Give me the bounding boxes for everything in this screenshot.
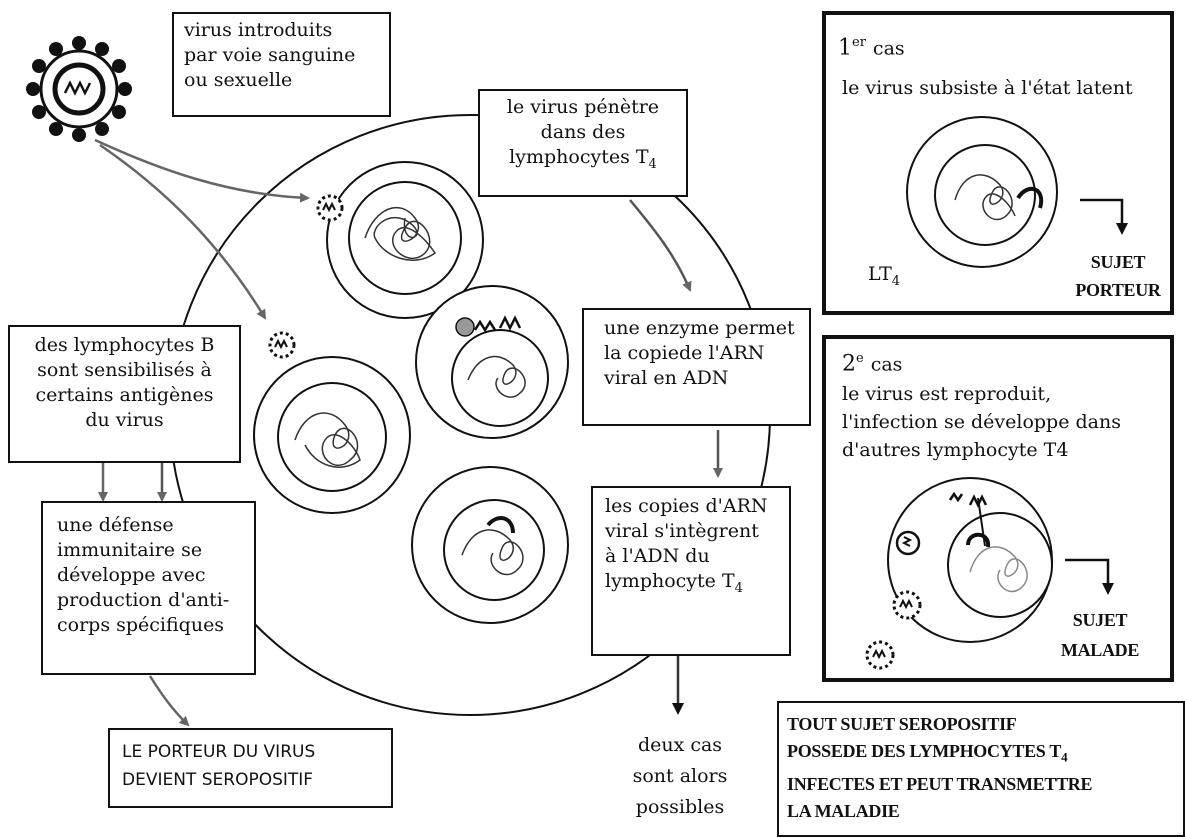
case2-line-3: d'autres lymphocyte T4 xyxy=(842,439,1069,461)
case2-line-1: le virus est reproduit, xyxy=(842,383,1052,405)
arrow-to-seropositive xyxy=(148,675,190,727)
case2-result-arrow xyxy=(1065,558,1114,595)
lymphocyte-1 xyxy=(316,161,484,319)
conclusion-box: TOUT SUJET SEROPOSITIF POSSEDE DES LYMPH… xyxy=(777,701,1185,837)
case2-heading: 2e cas xyxy=(842,346,902,377)
case2-sup: e xyxy=(856,351,864,366)
enzyme-box: une enzyme permet la copiede l'ARN viral… xyxy=(582,308,811,426)
enzyme-line-2: la copiede l'ARN xyxy=(604,342,765,364)
case1-word: cas xyxy=(872,37,905,60)
case1-number: 1 xyxy=(838,35,852,61)
virus-arrow-1 xyxy=(94,138,310,203)
integration-line-3: à l'ADN du xyxy=(605,545,710,567)
two-cases-line-2: sont alors xyxy=(632,765,728,787)
penetration-box: le virus pénètre dans des lymphocytes T4 xyxy=(478,89,688,197)
penetration-line-1: le virus pénètre xyxy=(506,96,660,118)
lymph-b-line-1: des lymphocytes B xyxy=(34,334,215,356)
case1-cell-label: LT4 xyxy=(868,263,901,289)
lymph-b-line-3: certains antigènes xyxy=(35,384,214,406)
lymphocyte-4 xyxy=(411,466,569,624)
case2-number: 2 xyxy=(842,351,856,377)
conclusion-line-1: TOUT SUJET SEROPOSITIF xyxy=(787,714,1017,734)
intro-line-3: ou sexuelle xyxy=(184,69,293,91)
case2-lymphocyte xyxy=(865,477,1053,670)
hiv-virus xyxy=(26,36,132,142)
integration-box: les copies d'ARN viral s'intègrent à l'A… xyxy=(591,486,791,656)
intro-line-2: par voie sanguine xyxy=(184,44,356,66)
seropositive-box: LE PORTEUR DU VIRUS DEVIENT SEROPOSITIF xyxy=(108,728,393,808)
enzyme-line-1: une enzyme permet xyxy=(604,317,795,339)
conclusion-line-3: INFECTES ET PEUT TRANSMETTRE xyxy=(787,773,1093,794)
two-cases-line-3: possibles xyxy=(635,796,725,818)
case2-result-line-1: SUJET xyxy=(1072,610,1128,630)
defense-line-3: développe avec xyxy=(57,564,206,586)
conclusion-line-2: POSSEDE DES LYMPHOCYTES T4 xyxy=(787,741,1068,765)
case2-line-2: l'infection se développe dans xyxy=(842,411,1121,433)
defense-line-1: une défense xyxy=(57,514,174,536)
case1-result: SUJET PORTEUR xyxy=(1068,248,1168,304)
integration-line-1: les copies d'ARN xyxy=(605,495,768,517)
intro-line-1: virus introduits xyxy=(184,19,333,41)
case2-result-line-2: MALADE xyxy=(1060,640,1140,660)
lymph-b-line-2: sont sensibilisés à xyxy=(37,359,212,381)
case1-result-line-2: PORTEUR xyxy=(1075,280,1161,300)
case1-result-arrow xyxy=(1080,198,1128,235)
enzyme-line-3: viral en ADN xyxy=(604,367,729,389)
conclusion-line-4: LA MALADIE xyxy=(787,800,900,821)
penetration-line-3: lymphocytes T4 xyxy=(509,146,657,172)
lymph-b-box: des lymphocytes B sont sensibilisés à ce… xyxy=(8,325,241,463)
case2-word: cas xyxy=(870,353,903,376)
case2-result: SUJET MALADE xyxy=(1040,605,1160,665)
arrow-to-enzyme xyxy=(629,199,692,292)
integration-line-4: lymphocyte T4 xyxy=(605,570,743,596)
two-cases-text: deux cas sont alors possibles xyxy=(625,730,735,823)
case1-heading: 1er cas xyxy=(838,30,905,61)
seropositive-line-1: LE PORTEUR DU VIRUS xyxy=(122,742,316,762)
lymphocyte-2 xyxy=(253,331,411,514)
virus-arrow-2 xyxy=(99,143,267,320)
case1-sup: er xyxy=(852,35,866,50)
penetration-line-2: dans des xyxy=(540,121,626,143)
lymph-b-line-4: du virus xyxy=(85,409,164,431)
case1-description: le virus subsiste à l'état latent xyxy=(842,77,1133,99)
lymphocyte-3 xyxy=(415,285,569,439)
two-cases-line-1: deux cas xyxy=(637,734,723,756)
case1-result-line-1: SUJET xyxy=(1090,252,1146,272)
defense-line-5: corps spécifiques xyxy=(57,614,225,636)
intro-box: virus introduits par voie sanguine ou se… xyxy=(172,12,391,117)
defense-line-4: production d'anti- xyxy=(57,589,230,611)
seropositive-line-2: DEVIENT SEROPOSITIF xyxy=(122,770,314,790)
defense-line-2: immunitaire se xyxy=(57,539,203,561)
defense-box: une défense immunitaire se développe ave… xyxy=(41,501,256,675)
case2-description: le virus est reproduit, l'infection se d… xyxy=(842,380,1121,464)
case1-lymphocyte xyxy=(906,116,1058,268)
integration-line-2: viral s'intègrent xyxy=(605,520,759,542)
